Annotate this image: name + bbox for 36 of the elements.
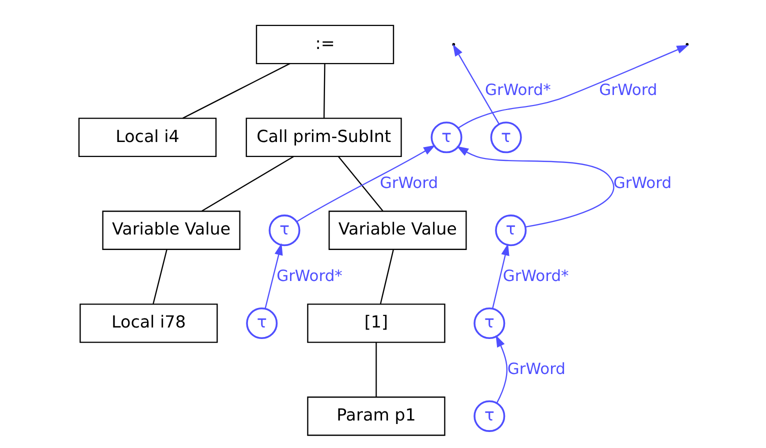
node-box: Param p1 xyxy=(306,396,445,436)
edge-label: GrWord xyxy=(612,173,672,192)
node-circle: τ xyxy=(490,121,522,153)
connector xyxy=(201,155,294,211)
edge-label: GrWord* xyxy=(276,266,342,284)
node-box: Variable Value xyxy=(328,210,466,250)
node-box: Local i4 xyxy=(78,117,216,157)
node-circle: τ xyxy=(246,306,278,339)
node-box: := xyxy=(255,24,394,64)
node-circle: τ xyxy=(473,400,505,432)
connector xyxy=(379,248,394,304)
connector xyxy=(322,63,325,118)
edge-label: GrWord xyxy=(506,359,566,378)
connector xyxy=(337,156,383,211)
arrow xyxy=(495,334,507,403)
connector xyxy=(152,248,167,304)
arrow xyxy=(296,144,435,222)
node-circle: τ xyxy=(268,214,300,246)
node-box: Call prim-SubInt xyxy=(245,117,402,157)
arrow xyxy=(457,44,688,128)
arrow xyxy=(456,146,614,228)
edge-label: GrWord xyxy=(598,80,657,98)
connector xyxy=(375,342,376,396)
edge-label: GrWord* xyxy=(484,80,550,98)
node-box: Local i78 xyxy=(79,303,218,342)
edge-label: GrWord xyxy=(379,173,438,192)
node-circle: τ xyxy=(494,214,526,246)
connector xyxy=(182,62,290,118)
edge-label: GrWord* xyxy=(502,266,568,284)
arrow xyxy=(492,243,509,308)
node-circle: τ xyxy=(473,306,505,339)
arrow xyxy=(264,242,282,308)
arrow xyxy=(452,44,499,124)
node-box: Variable Value xyxy=(102,210,240,250)
node-box: [1] xyxy=(306,303,445,342)
node-circle: τ xyxy=(430,121,462,153)
